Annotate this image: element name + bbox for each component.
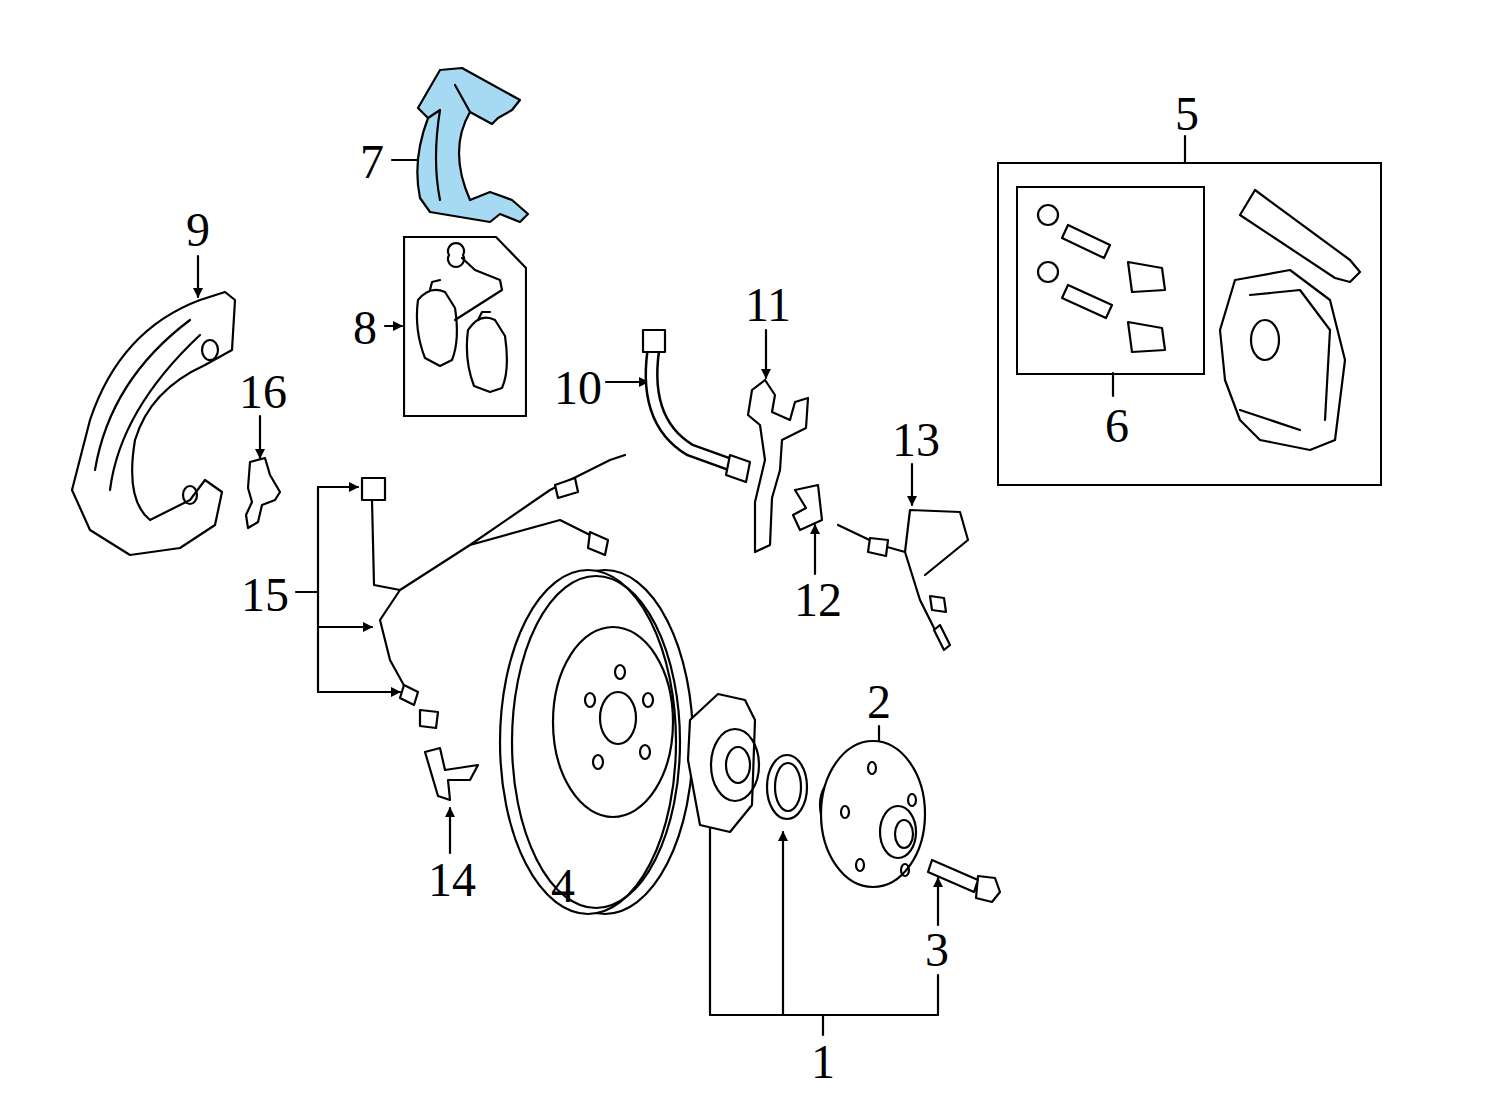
retaining-clip xyxy=(793,485,822,530)
callout-number: 12 xyxy=(794,576,842,624)
sensor-clip xyxy=(425,748,478,800)
leader-lines xyxy=(198,136,1185,1035)
callout-number: 11 xyxy=(745,281,791,329)
grease-tube xyxy=(1240,190,1360,282)
callout-number: 7 xyxy=(360,138,384,186)
callout-number: 5 xyxy=(1175,90,1199,138)
caliper-bracket xyxy=(417,68,528,222)
caliper xyxy=(1220,270,1345,450)
callout-number: 8 xyxy=(353,304,377,352)
bolt xyxy=(928,860,1000,902)
brake-hose xyxy=(643,330,750,482)
clip xyxy=(246,458,280,528)
callout-number: 6 xyxy=(1105,402,1129,450)
callout-number: 4 xyxy=(551,862,575,910)
parts-box: 56 xyxy=(997,162,1382,486)
wheel-hub xyxy=(820,741,925,887)
box-outline xyxy=(403,236,527,417)
callout-number: 10 xyxy=(554,364,602,412)
guide-pin-kit xyxy=(1038,205,1165,352)
parts-box: 8 xyxy=(403,236,527,417)
parts-box: 6 xyxy=(1016,186,1205,375)
brake-pad xyxy=(417,290,457,366)
dust-shield xyxy=(72,292,235,555)
callout-number: 2 xyxy=(867,678,891,726)
callout-number: 15 xyxy=(241,571,289,619)
callout-number: 3 xyxy=(925,926,949,974)
callout-number: 9 xyxy=(186,206,210,254)
callout-number: 13 xyxy=(892,416,940,464)
brake-rotor xyxy=(500,570,693,914)
o-ring xyxy=(767,755,807,819)
brake-pad xyxy=(467,318,507,392)
callout-number: 1 xyxy=(811,1038,835,1086)
abs-sensor xyxy=(868,538,950,650)
callout-number: 16 xyxy=(239,368,287,416)
callout-number: 14 xyxy=(428,856,476,904)
wheel-bearing xyxy=(688,694,755,832)
